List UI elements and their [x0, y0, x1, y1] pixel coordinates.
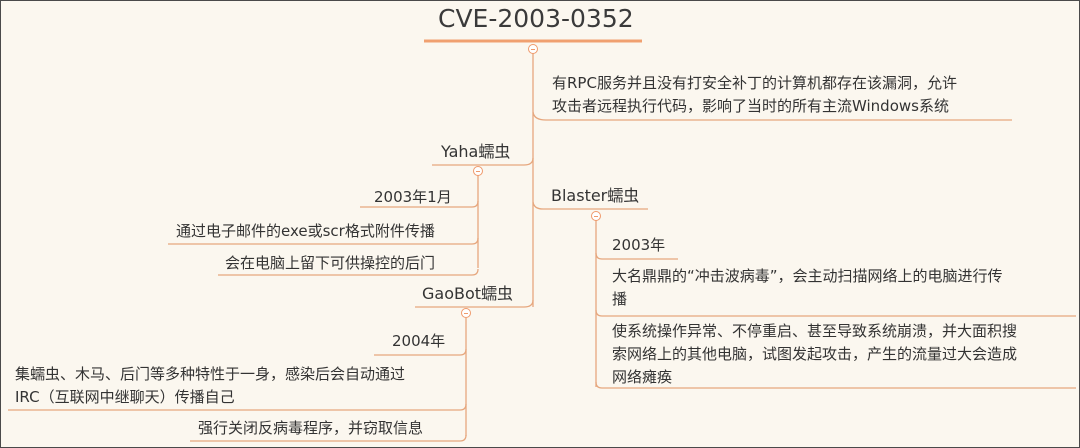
root-collapse-icon[interactable] — [528, 44, 538, 54]
blaster-collapse-icon[interactable] — [591, 211, 601, 221]
blaster-year: 2003年 — [612, 236, 666, 254]
yaha-child-2-line — [168, 237, 479, 245]
gaobot-child-1-line — [374, 348, 467, 356]
blaster-detail-1-line-2: 播 — [612, 290, 628, 308]
summary-line-1: 有RPC服务并且没有打安全补丁的计算机都存在该漏洞，允许 — [552, 74, 957, 92]
blaster-detail-2: 使系统操作异常、不停重启、甚至导致系统崩溃，并大面积搜 索网络上的其他电脑，试图… — [612, 320, 1072, 389]
yaha-child-3-line — [218, 268, 479, 276]
gaobot-detail-1: 集蠕虫、木马、后门等多种特性于一身，感染后会自动通过 IRC（互联网中继聊天）传… — [15, 363, 465, 409]
gaobot-year: 2004年 — [392, 332, 446, 350]
blaster-child-1-line — [595, 252, 678, 260]
yaha-child-1: 2003年1月 — [374, 188, 452, 206]
yaha-child-2: 通过电子邮件的exe或scr格式附件传播 — [176, 222, 435, 240]
blaster-child-3-line — [595, 381, 1076, 389]
gaobot-child-2-line — [8, 403, 467, 411]
blaster-detail-2-line-1: 使系统操作异常、不停重启、甚至导致系统崩溃，并大面积搜 — [612, 322, 1018, 340]
gaobot-detail-2: 强行关闭反病毒程序，并窃取信息 — [198, 419, 424, 437]
blaster-detail-2-line-2: 索网络上的其他电脑，试图发起攻击，产生的流量过大会造成 — [612, 345, 1018, 363]
blaster-detail-1: 大名鼎鼎的“冲击波病毒”，会主动扫描网络上的电脑进行传 播 — [612, 265, 1072, 311]
summary-line-2: 攻击者远程执行代码，影响了当时的所有主流Windows系统 — [552, 97, 949, 115]
root-title: CVE-2003-0352 — [438, 4, 634, 33]
summary-node: 有RPC服务并且没有打安全补丁的计算机都存在该漏洞，允许 攻击者远程执行代码，影… — [552, 72, 1012, 118]
gaobot-detail-1-line-1: 集蠕虫、木马、后门等多种特性于一身，感染后会自动通过 — [15, 365, 406, 383]
blaster-child-2-line — [595, 309, 1076, 317]
blaster-detail-1-line-1: 大名鼎鼎的“冲击波病毒”，会主动扫描网络上的电脑进行传 — [612, 267, 1003, 285]
gaobot-child-3-line — [190, 434, 467, 442]
gaobot-node-label: GaoBot蠕虫 — [422, 284, 514, 303]
blaster-node-label: Blaster蠕虫 — [551, 186, 640, 205]
summary-connector — [532, 111, 1012, 121]
gaobot-detail-1-line-2: IRC（互联网中继聊天）传播自己 — [15, 388, 235, 406]
gaobot-collapse-icon[interactable] — [461, 308, 471, 318]
yaha-collapse-icon[interactable] — [473, 166, 483, 176]
yaha-child-1-line — [360, 200, 479, 208]
blaster-connector — [532, 201, 648, 210]
yaha-node-label: Yaha蠕虫 — [441, 142, 511, 161]
blaster-detail-2-line-3: 网络瘫痪 — [612, 368, 673, 386]
gaobot-connector — [415, 299, 534, 308]
yaha-connector — [432, 157, 534, 166]
yaha-child-3: 会在电脑上留下可供操控的后门 — [225, 254, 436, 272]
